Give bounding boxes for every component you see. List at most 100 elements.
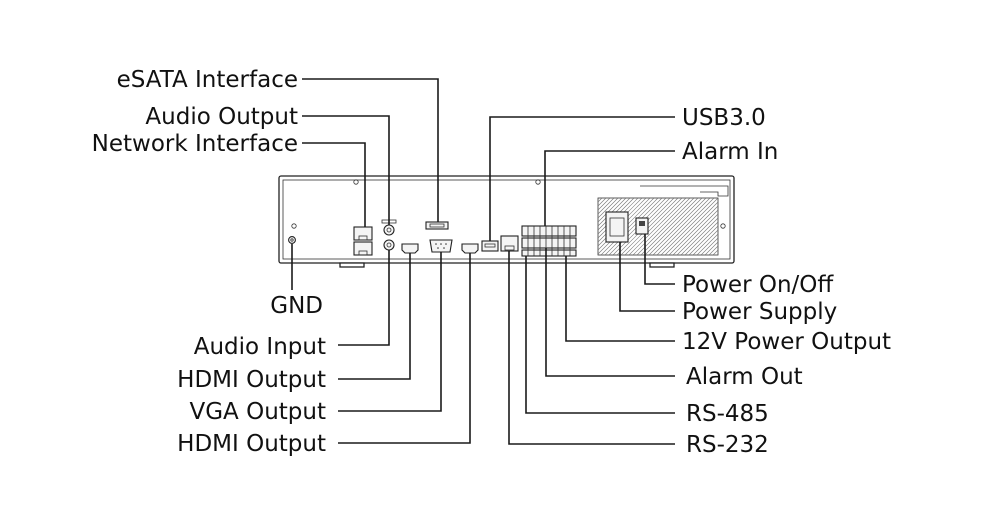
vent-line	[640, 197, 699, 256]
gnd-terminal	[288, 236, 296, 244]
leader-rs232	[508, 251, 675, 445]
leader-power-supply	[619, 242, 675, 312]
vent-line	[664, 201, 719, 256]
screw	[535, 179, 541, 185]
label-vga-output: VGA Output	[190, 399, 327, 425]
hdmi-port-1	[401, 243, 419, 254]
leader-alarm-out	[545, 248, 675, 377]
vga-pin	[437, 247, 439, 249]
label-rs485: RS-485	[686, 401, 769, 427]
vent-line	[620, 197, 679, 256]
screw	[720, 223, 726, 229]
leader-rs485	[525, 256, 675, 414]
vent-line	[656, 197, 715, 256]
power-supply-socket-inner	[609, 217, 625, 237]
label-power-supply: Power Supply	[682, 299, 837, 325]
rs485-terminal-block	[521, 249, 577, 257]
leader-network	[302, 142, 366, 227]
audio-output-jack	[383, 224, 395, 236]
label-12v-power-output: 12V Power Output	[682, 329, 891, 355]
network-port-2-clip	[358, 250, 368, 256]
gnd-terminal-center	[290, 238, 294, 242]
label-audio-input: Audio Input	[194, 334, 326, 360]
network-port-2	[353, 241, 373, 256]
nvr-rear-panel	[278, 175, 735, 268]
label-alarm-in: Alarm In	[682, 139, 778, 165]
vent-line	[716, 253, 719, 256]
vent-line	[680, 217, 719, 256]
vent-line	[676, 213, 719, 256]
leader-audio-input	[338, 250, 390, 346]
vent-line	[672, 209, 719, 256]
alarm-in-terminal-block	[521, 225, 577, 237]
power-supply-socket	[605, 211, 629, 243]
vga-port	[429, 239, 453, 253]
usb3-port	[481, 240, 499, 252]
network-port-1-clip	[358, 235, 368, 241]
foot-right	[649, 262, 675, 268]
screw	[353, 179, 359, 185]
vent-line	[644, 197, 703, 256]
vent-line	[660, 197, 719, 256]
leader-usb3	[489, 116, 675, 241]
vent-line	[692, 229, 719, 256]
vent-line	[700, 237, 719, 256]
network-port-1	[353, 226, 373, 241]
label-rs232: RS-232	[686, 432, 769, 458]
panel-notch	[640, 185, 729, 197]
label-audio-output: Audio Output	[145, 104, 298, 130]
label-alarm-out: Alarm Out	[686, 364, 803, 390]
vent-line	[600, 197, 659, 256]
label-hdmi-output-2: HDMI Output	[177, 431, 326, 457]
leader-alarm-in	[544, 150, 675, 226]
audio-input-jack-center	[386, 242, 392, 248]
leader-vga	[338, 252, 442, 412]
foot-left	[339, 262, 365, 268]
vent-line	[597, 197, 619, 219]
vent-line	[684, 221, 719, 256]
vga-pin	[445, 243, 447, 245]
power-switch-rocker	[639, 221, 645, 226]
leader-hdmi-1	[338, 253, 411, 380]
vent-line	[696, 233, 719, 256]
vent-line	[597, 197, 611, 211]
leader-power-on-off	[644, 234, 675, 285]
label-gnd: GND	[270, 293, 323, 319]
leader-12v	[565, 256, 675, 342]
vent-line	[688, 225, 719, 256]
esata-port	[425, 221, 449, 230]
vga-pin	[440, 243, 442, 245]
vent-line	[668, 205, 719, 256]
vent-line	[624, 197, 683, 256]
vga-pin	[443, 247, 445, 249]
vent-line	[604, 197, 663, 256]
vent-line	[636, 197, 695, 256]
label-network-interface: Network Interface	[92, 131, 298, 157]
callout-labels: eSATA Interface Audio Output Network Int…	[92, 67, 891, 458]
rs232-port	[500, 235, 519, 252]
vent-line	[652, 197, 711, 256]
audio-output-jack-center	[386, 227, 392, 233]
leader-audio-output	[302, 115, 390, 225]
vent-line	[628, 197, 687, 256]
vga-pin	[435, 243, 437, 245]
label-esata: eSATA Interface	[117, 67, 298, 93]
vent-line	[708, 245, 719, 256]
vent-line	[632, 197, 691, 256]
vent-line	[597, 197, 603, 203]
vent-line	[597, 197, 607, 207]
vent-line	[597, 197, 615, 215]
leader-esata	[302, 78, 439, 222]
usb3-port-tongue	[484, 243, 496, 248]
chassis-inner-edge	[282, 179, 731, 260]
screw	[291, 223, 297, 229]
esata-port-slot	[429, 223, 445, 228]
hdmi-port-2	[461, 243, 479, 254]
label-hdmi-output-1: HDMI Output	[177, 367, 326, 393]
label-usb3: USB3.0	[682, 105, 766, 131]
callout-lines	[291, 78, 675, 445]
vent-line	[597, 197, 623, 223]
alarm-out-terminal-block	[521, 237, 577, 249]
